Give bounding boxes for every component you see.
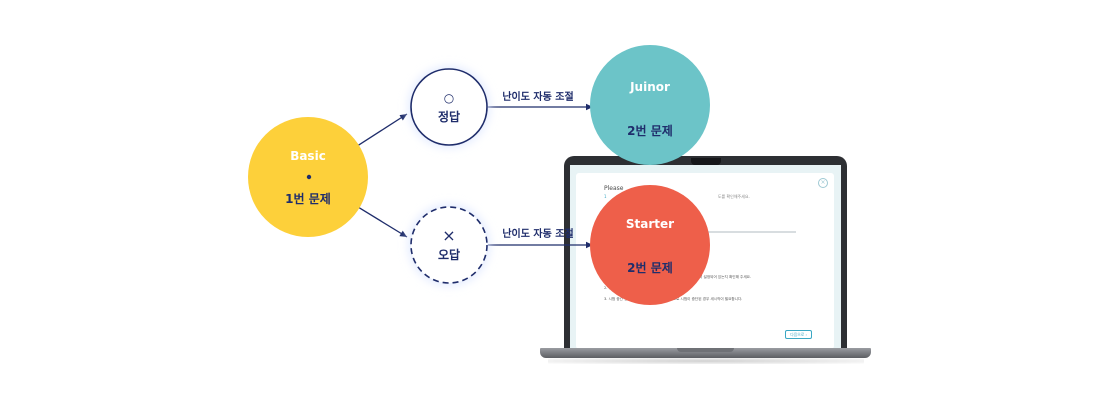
dialog-subtitle: 1 도를 확인해주세요.	[604, 194, 750, 200]
edge-label-correct: 난이도 자동 조절	[502, 90, 573, 103]
dialog-title: Please	[604, 185, 624, 192]
progress-bar	[696, 231, 796, 233]
node-starter-title: Starter	[626, 217, 674, 231]
node-starter-subtitle: 2번 문제	[627, 260, 673, 275]
close-icon[interactable]: ×	[818, 178, 828, 188]
laptop-base	[540, 348, 871, 358]
node-correct-label: 정답	[438, 109, 460, 124]
node-correct-circle	[410, 68, 488, 146]
node-junior: Juinor 2번 문제	[590, 45, 710, 165]
wrong-mark-icon: ×	[442, 226, 455, 245]
dialog-subtitle-end: 도를 확인해주세요.	[717, 194, 750, 199]
node-starter-circle	[590, 185, 710, 305]
edge-label-wrong: 난이도 자동 조절	[502, 227, 573, 240]
node-basic-subtitle: 1번 문제	[285, 191, 331, 206]
node-starter: Starter 2번 문제	[590, 185, 710, 305]
node-basic-dot	[306, 174, 312, 180]
next-button[interactable]: 다음으로 ›	[785, 330, 812, 339]
node-junior-subtitle: 2번 문제	[627, 123, 673, 138]
dialog-subtitle-start: 1	[604, 194, 607, 199]
node-wrong-circle	[410, 206, 488, 284]
laptop-camera-notch	[691, 158, 721, 165]
laptop-base-notch	[677, 348, 734, 352]
node-junior-title: Juinor	[629, 80, 670, 94]
node-junior-circle	[590, 45, 710, 165]
node-correct: ○ 정답	[409, 67, 489, 147]
node-basic: Basic 1번 문제	[248, 117, 368, 237]
node-wrong: × 오답	[409, 205, 489, 285]
correct-mark-icon: ○	[444, 91, 454, 105]
node-wrong-label: 오답	[438, 247, 460, 262]
node-basic-title: Basic	[290, 149, 326, 163]
laptop-shadow	[548, 358, 864, 364]
